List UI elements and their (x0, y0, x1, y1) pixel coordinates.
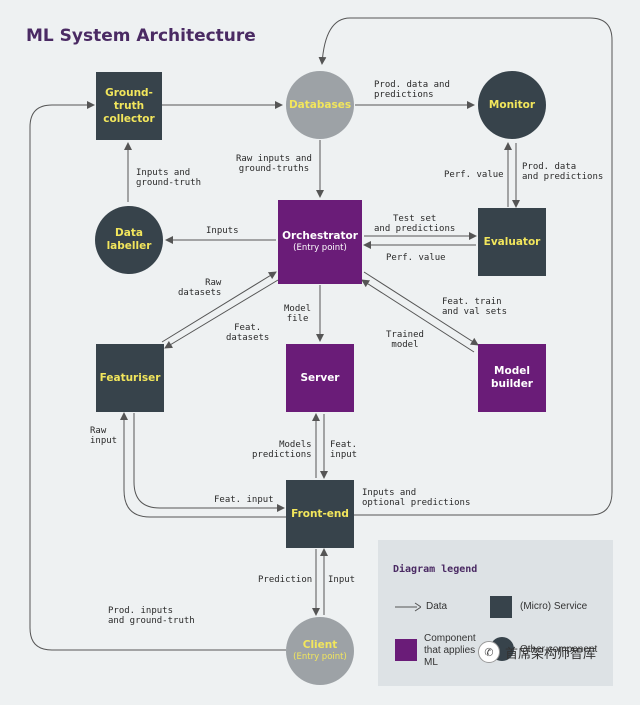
edge-label: Feat. train and val sets (442, 297, 508, 317)
node-label: Monitor (488, 98, 536, 111)
node-sublabel: (Entry point) (293, 652, 347, 662)
arrow-orchestrator-to-featuriser (164, 279, 279, 349)
edge-label: Trained model (386, 330, 424, 350)
databases-node: Databases (286, 71, 354, 139)
edge-label: Prediction (258, 575, 313, 585)
arrow-frontend-to-featuriser (120, 412, 286, 518)
ground-truth-collector-node: Ground-truth collector (96, 72, 162, 140)
edge-label: Test set and predictions (374, 214, 456, 234)
edge-label: Perf. value (444, 170, 504, 180)
legend-ml-label: Component that applies ML (424, 633, 476, 668)
edge-label: Feat. datasets (226, 323, 270, 343)
legend-arrow-icon (395, 602, 421, 612)
node-label: Ground-truth collector (103, 86, 155, 125)
node-label: Databases (288, 98, 352, 111)
model-builder-node: Model builder (478, 344, 546, 412)
legend-data-label: Data (426, 601, 448, 612)
evaluator-node: Evaluator (478, 208, 546, 276)
legend-service-swatch (490, 596, 512, 618)
edge-label: Prod. data and predictions (374, 80, 450, 100)
edge-label: Inputs and optional predictions (362, 488, 471, 508)
edge-label: Model file (284, 304, 312, 324)
arrow-featuriser-to-frontend (133, 413, 285, 512)
node-label: Evaluator (483, 235, 541, 248)
diagram-legend: Diagram legend Data (Micro) Service Comp… (378, 540, 613, 686)
edge-label: Perf. value (386, 253, 446, 263)
edge-label: Prod. inputs and ground-truth (108, 606, 195, 626)
edge-label: Inputs and ground-truth (136, 168, 202, 188)
front-end-node: Front-end (286, 480, 354, 548)
edge-label: Feat. input (214, 495, 274, 505)
legend-title: Diagram legend (393, 564, 478, 575)
node-label: Front-end (291, 507, 349, 520)
arrow-frontend-to-databases-loop (318, 17, 613, 516)
legend-other-label: Other component (520, 644, 598, 655)
node-label: Server (300, 371, 340, 384)
node-label: Featuriser (99, 371, 161, 384)
data-labeller-node: Data labeller (95, 206, 163, 274)
wechat-icon: ✆ (478, 641, 500, 663)
orchestrator-node: Orchestrator (Entry point) (278, 200, 362, 284)
featuriser-node: Featuriser (96, 344, 164, 412)
edge-label: Raw datasets (178, 278, 222, 298)
watermark: ✆ 首席架构师智库 (478, 641, 596, 663)
node-label: Orchestrator (282, 230, 358, 242)
edge-label: Inputs (206, 226, 239, 236)
arrow-orchestrator-to-builder (363, 271, 479, 346)
client-node: Client (Entry point) (286, 617, 354, 685)
monitor-node: Monitor (478, 71, 546, 139)
legend-ml-swatch (395, 639, 417, 661)
arrow-builder-to-orchestrator (361, 279, 475, 353)
edge-label: Models predictions (252, 440, 312, 460)
edge-label: Prod. data and predictions (522, 162, 604, 182)
edge-label: Feat. input (330, 440, 358, 460)
legend-service-label: (Micro) Service (520, 601, 588, 612)
server-node: Server (286, 344, 354, 412)
page-title: ML System Architecture (26, 26, 256, 46)
edge-label: Raw inputs and ground-truths (236, 154, 312, 174)
watermark-text: 首席架构师智库 (505, 646, 597, 662)
arrow-featuriser-to-orchestrator (161, 271, 277, 343)
node-label: Model builder (490, 365, 533, 390)
edge-label: Input (328, 575, 356, 585)
node-sublabel: (Entry point) (293, 243, 347, 253)
node-label: Data labeller (106, 227, 152, 252)
edge-label: Raw input (90, 426, 118, 446)
arrow-client-to-gt-loop (29, 101, 286, 651)
node-label: Client (302, 639, 338, 651)
